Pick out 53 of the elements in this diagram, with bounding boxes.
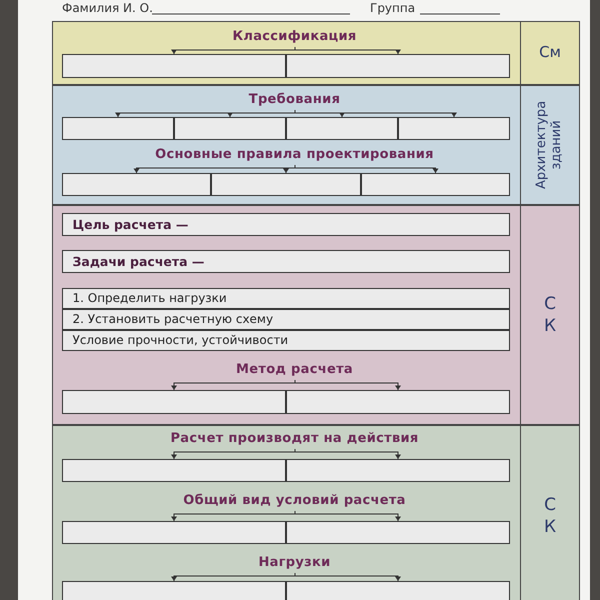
bracket-arrow [171, 448, 296, 460]
form-label: Группа [370, 1, 416, 15]
bracket-arrow [294, 380, 401, 390]
blank-box [62, 580, 286, 600]
bracket-arrow [294, 164, 438, 174]
heading-text: Требования [170, 92, 420, 110]
blank-box [286, 458, 510, 482]
bracket-arrow [283, 164, 296, 174]
bracket-arrow [294, 110, 457, 118]
bracket-arrow [171, 510, 296, 522]
blank-box [398, 116, 510, 140]
blank-box [174, 116, 286, 140]
form-label: Фамилия И. О. [62, 1, 153, 15]
bracket-arrow [171, 572, 296, 582]
heading-text: Метод расчета [170, 362, 420, 380]
section-label: Архитектура зданий [535, 100, 565, 190]
blank-box [360, 172, 510, 196]
text-field: Задачи расчета — [62, 250, 510, 272]
heading-text: Основные правила проектирования [140, 146, 450, 164]
bracket-arrow [171, 380, 296, 390]
section-band [52, 205, 580, 425]
blank-box [62, 390, 286, 414]
section-band [52, 21, 580, 85]
blank-box [286, 580, 510, 600]
blank-box [286, 54, 510, 78]
bracket-arrow [294, 510, 401, 522]
blank-box [286, 520, 510, 544]
bracket-arrow [294, 448, 401, 460]
heading-text: Общий вид условий расчета [140, 492, 450, 510]
blank-box [62, 458, 286, 482]
blank-box [286, 116, 398, 140]
bracket-arrow [294, 572, 401, 582]
text-field: 1. Определить нагрузки [62, 288, 510, 308]
heading-text: Классификация [170, 28, 420, 46]
blank-box [62, 520, 286, 544]
section-band [52, 85, 580, 205]
heading-text: Нагрузки [170, 554, 420, 572]
blank-box [62, 54, 286, 78]
text-field: Условие прочности, устойчивости [62, 330, 510, 350]
section-label: См [539, 43, 561, 63]
bracket-arrow [227, 110, 296, 118]
bracket-arrow [294, 46, 401, 54]
section-label: С К [542, 494, 558, 538]
blank-box [286, 390, 510, 414]
blank-box [210, 172, 360, 196]
text-field: Цель расчета — [62, 212, 510, 236]
section-band [52, 425, 580, 600]
text-field: 2. Установить расчетную схему [62, 308, 510, 330]
section-label: С К [542, 292, 558, 338]
blank-box [62, 116, 174, 140]
heading-text: Расчет производят на действия [140, 430, 450, 448]
blank-box [62, 172, 210, 196]
bracket-arrow [171, 46, 296, 54]
